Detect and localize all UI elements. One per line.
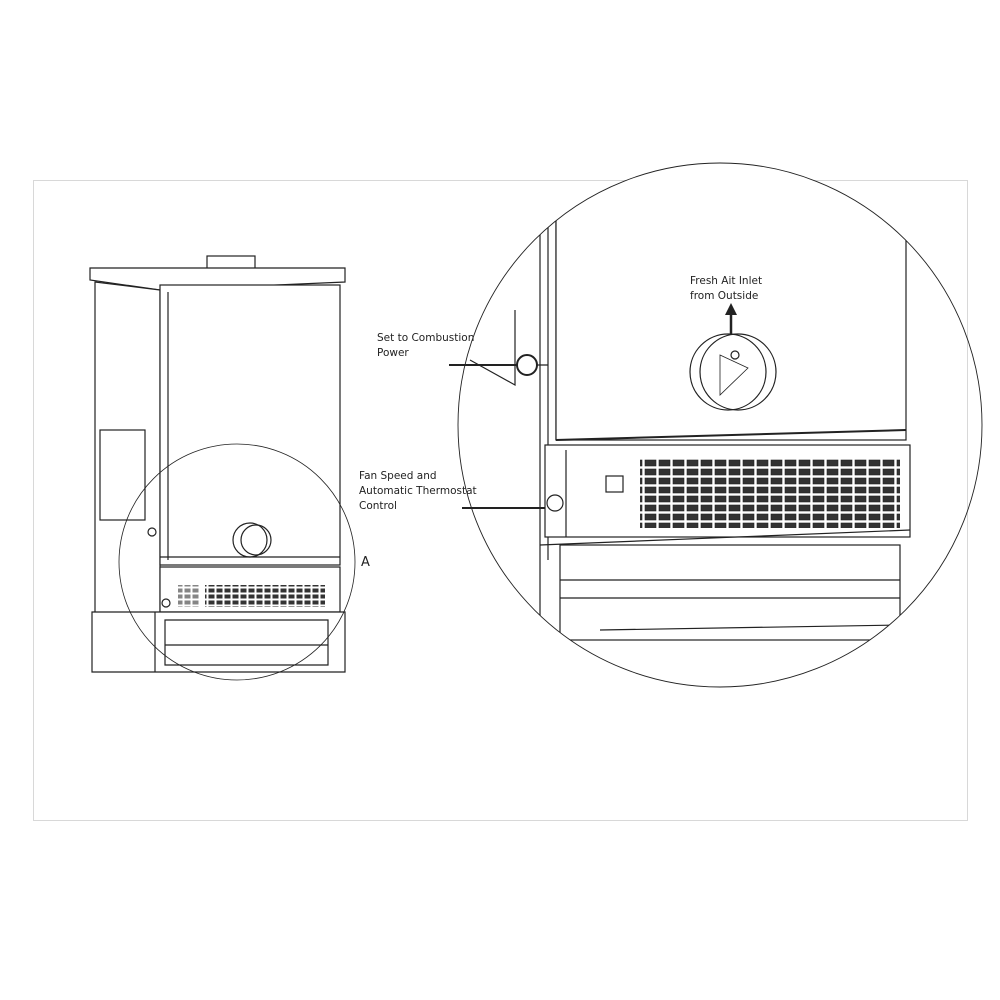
detail-marker-a: A — [361, 555, 370, 570]
fan-speed-knob — [546, 494, 564, 512]
detail-circle-a — [118, 443, 356, 681]
fresh-air-label: Fresh Ait Inlet from Outside — [690, 275, 763, 302]
fan-speed-label: Fan Speed and Automatic Thermostat Contr… — [359, 470, 477, 512]
base — [91, 611, 346, 673]
figure-frame — [33, 180, 968, 821]
detail-circle — [457, 162, 983, 688]
front-panel — [159, 284, 341, 566]
combustion-knob-detail — [516, 354, 538, 376]
combustion-label: Set to Combustion Power — [377, 332, 475, 359]
side-hatch — [99, 429, 146, 521]
detail-view — [469, 163, 911, 687]
stove-overview — [89, 255, 356, 681]
fresh-air-duct — [689, 333, 767, 411]
base-detail — [559, 544, 901, 641]
power-switch — [605, 475, 624, 493]
combustion-knob — [147, 527, 157, 537]
air-inlet — [232, 522, 268, 558]
arrow-head-icon — [725, 303, 737, 315]
side-panel — [94, 281, 161, 621]
